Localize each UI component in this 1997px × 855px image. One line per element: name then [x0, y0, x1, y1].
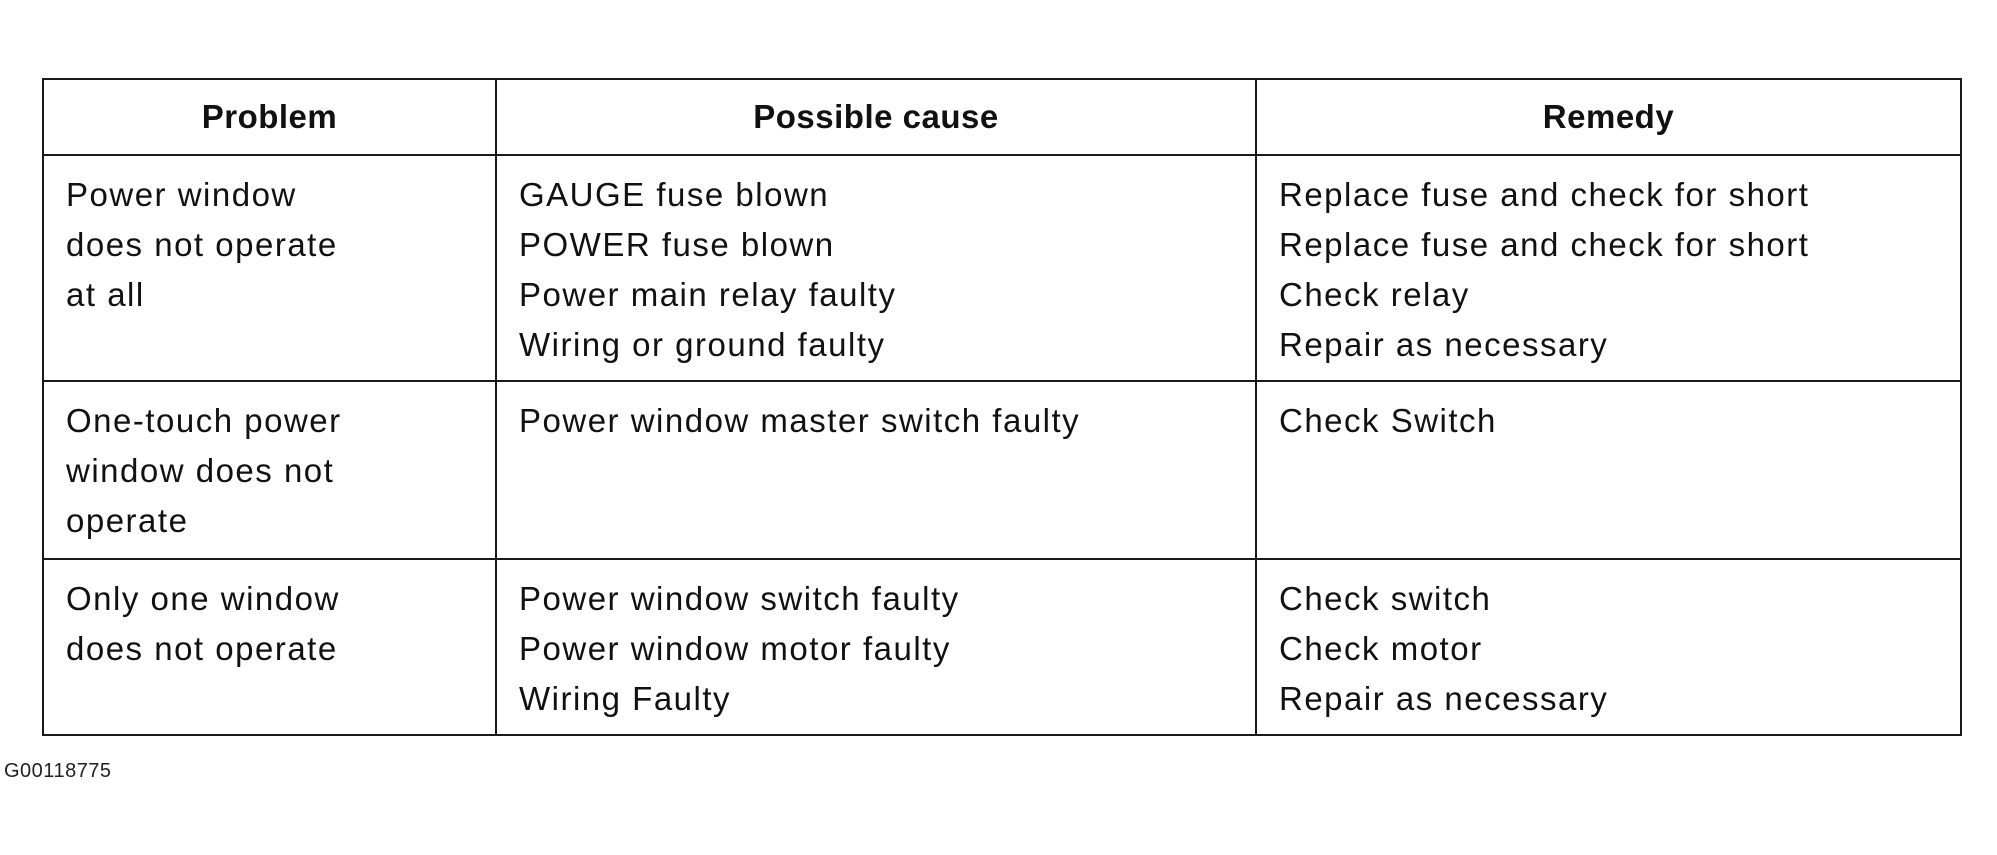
- figure-id-label: G00118775: [4, 760, 112, 782]
- header-row: Problem Possible cause Remedy: [42, 78, 1962, 156]
- remedy-line: Replace fuse and check for short: [1279, 176, 1810, 213]
- header-possible-cause: Possible cause: [495, 78, 1257, 156]
- remedy-line: Repair as necessary: [1279, 680, 1609, 717]
- troubleshooting-table: Problem Possible cause Remedy Power wind…: [42, 78, 1962, 736]
- problem-line: One-touch power: [66, 402, 342, 439]
- remedy-cell: Replace fuse and check for short Replace…: [1255, 154, 1962, 382]
- cause-line: Wiring Faulty: [519, 680, 732, 717]
- table-row: Only one window does not operate Power w…: [42, 558, 1962, 736]
- remedy-line: Check motor: [1279, 630, 1483, 667]
- remedy-line: Check switch: [1279, 580, 1492, 617]
- problem-cell: Only one window does not operate: [42, 558, 497, 736]
- table-row: Power window does not operate at all GAU…: [42, 154, 1962, 382]
- cause-cell: Power window switch faulty Power window …: [495, 558, 1257, 736]
- cause-cell: GAUGE fuse blown POWER fuse blown Power …: [495, 154, 1257, 382]
- cause-line: Power window motor faulty: [519, 630, 951, 667]
- problem-line: does not operate: [66, 630, 338, 667]
- cause-cell: Power window master switch faulty: [495, 380, 1257, 560]
- cause-line: Power window switch faulty: [519, 580, 960, 617]
- remedy-line: Check Switch: [1279, 402, 1497, 439]
- remedy-line: Replace fuse and check for short: [1279, 226, 1810, 263]
- problem-line: does not operate: [66, 226, 338, 263]
- problem-line: operate: [66, 502, 189, 539]
- header-remedy: Remedy: [1255, 78, 1962, 156]
- problem-cell: One-touch power window does not operate: [42, 380, 497, 560]
- problem-line: Only one window: [66, 580, 340, 617]
- problem-line: at all: [66, 276, 145, 313]
- remedy-cell: Check Switch: [1255, 380, 1962, 560]
- cause-line: Wiring or ground faulty: [519, 326, 886, 363]
- remedy-cell: Check switch Check motor Repair as neces…: [1255, 558, 1962, 736]
- header-problem: Problem: [42, 78, 497, 156]
- cause-line: POWER fuse blown: [519, 226, 835, 263]
- remedy-line: Repair as necessary: [1279, 326, 1609, 363]
- troubleshooting-table-container: Problem Possible cause Remedy Power wind…: [42, 78, 1962, 736]
- table-row: One-touch power window does not operate …: [42, 380, 1962, 560]
- cause-line: Power window master switch faulty: [519, 402, 1081, 439]
- cause-line: GAUGE fuse blown: [519, 176, 830, 213]
- cause-line: Power main relay faulty: [519, 276, 897, 313]
- problem-line: Power window: [66, 176, 297, 213]
- remedy-line: Check relay: [1279, 276, 1470, 313]
- problem-line: window does not: [66, 452, 335, 489]
- problem-cell: Power window does not operate at all: [42, 154, 497, 382]
